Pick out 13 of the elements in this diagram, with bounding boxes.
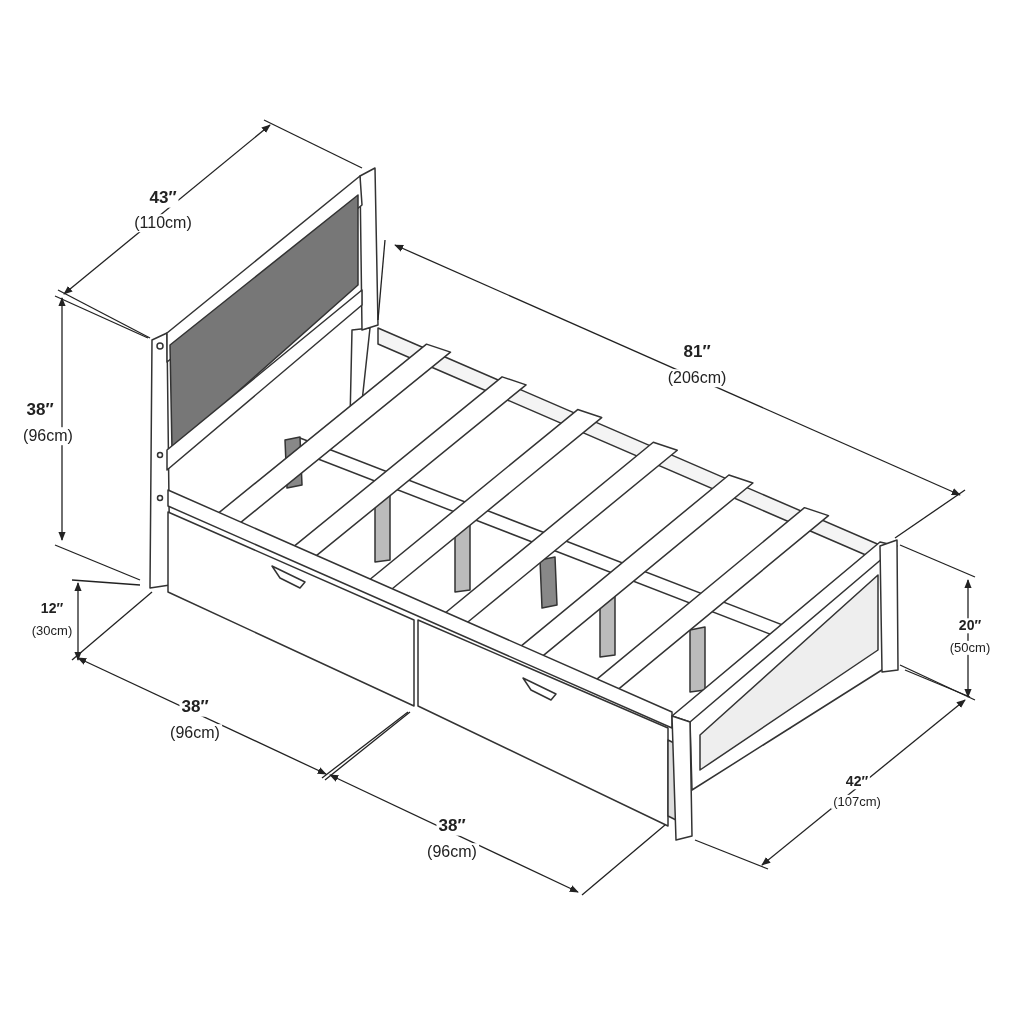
dimension-value: 38″ (179, 697, 211, 717)
dimension-metric: (30cm) (29, 623, 75, 639)
dimension-metric: (96cm) (21, 427, 75, 445)
dimension-metric: (50cm) (947, 640, 993, 656)
dimension-metric: (107cm) (831, 794, 883, 810)
dimension-value: 20″ (956, 618, 984, 634)
dimension-metric: (110cm) (132, 214, 194, 232)
dimension-metric: (96cm) (168, 724, 222, 742)
dimension-metric: (96cm) (425, 843, 479, 861)
dimension-value: 43″ (147, 188, 179, 208)
dimension-metric: (206cm) (665, 369, 729, 387)
dimension-value: 42″ (843, 774, 871, 790)
dimension-value: 38″ (436, 816, 468, 836)
